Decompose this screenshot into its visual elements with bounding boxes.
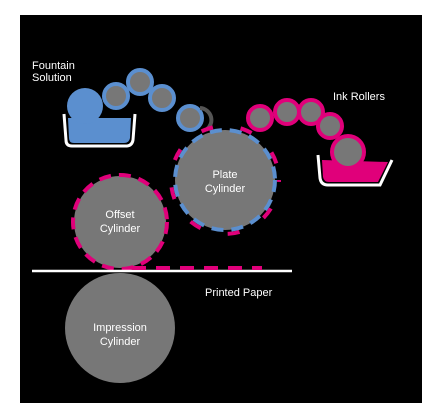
fountain-solution-liquid bbox=[68, 118, 131, 143]
offset-cylinder: Offset Cylinder bbox=[71, 173, 169, 271]
ink-roller bbox=[273, 98, 301, 126]
impression-cylinder-body bbox=[65, 273, 175, 383]
ink-roller-fountain bbox=[330, 134, 366, 170]
impression-cylinder-label-line2: Cylinder bbox=[100, 336, 141, 348]
water-roller bbox=[176, 104, 204, 132]
fountain-solution-label-line2: Solution bbox=[32, 72, 72, 84]
ink-rollers-label: Ink Rollers bbox=[333, 91, 385, 103]
plate-cylinder-label-line2: Cylinder bbox=[205, 183, 246, 195]
printed-paper-label: Printed Paper bbox=[205, 287, 273, 299]
ink-roller bbox=[297, 98, 325, 126]
water-roller-fountain bbox=[67, 88, 103, 124]
plate-cylinder-ink-ring bbox=[169, 124, 281, 236]
plate-cylinder: Plate Cylinder bbox=[169, 124, 281, 236]
paper-path bbox=[32, 266, 292, 273]
water-roller bbox=[126, 68, 154, 96]
impression-cylinder: Impression Cylinder bbox=[65, 273, 175, 383]
ink-roller bbox=[316, 112, 344, 140]
offset-cylinder-body bbox=[74, 176, 166, 268]
offset-cylinder-label-line1: Offset bbox=[105, 209, 134, 221]
impression-cylinder-label-line1: Impression bbox=[93, 322, 147, 334]
ink-rollers bbox=[246, 98, 366, 170]
water-rollers bbox=[67, 68, 214, 132]
offset-cylinder-label-line2: Cylinder bbox=[100, 223, 141, 235]
fountain-tray bbox=[62, 113, 137, 148]
water-roller bbox=[148, 84, 176, 112]
plate-cylinder-label-line1: Plate bbox=[212, 169, 237, 181]
ink-tray-outline bbox=[316, 154, 394, 187]
water-roller bbox=[102, 82, 130, 110]
fountain-solution-label-line1: Fountain bbox=[32, 60, 75, 72]
plate-cylinder-body bbox=[173, 128, 277, 232]
offset-cylinder-ink-ring bbox=[71, 173, 169, 271]
ink-roller bbox=[246, 104, 274, 132]
fountain-tray-outline bbox=[62, 113, 137, 148]
